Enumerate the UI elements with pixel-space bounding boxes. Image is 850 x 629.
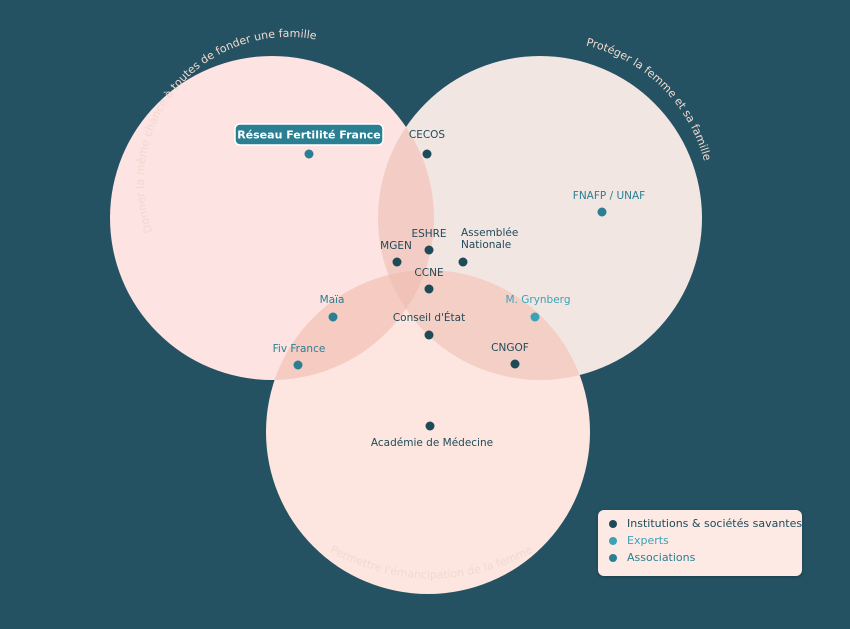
node-dot: [424, 330, 434, 340]
node-label: Fiv France: [273, 343, 326, 355]
node-dot: [424, 284, 434, 294]
node-dot: [510, 359, 520, 369]
highlight-badge-bg: [234, 123, 384, 146]
node-label: MGEN: [380, 240, 412, 252]
node-dot: [597, 207, 607, 217]
node-label: Maïa: [320, 294, 345, 306]
association-dot-icon: [609, 553, 617, 562]
node-mgen: MGEN: [380, 240, 412, 267]
node-fivfrance: Fiv France: [273, 343, 326, 370]
overlap-right-bottom: [378, 270, 590, 380]
highlight-badge-label: Réseau Fertilité France: [237, 129, 381, 142]
node-eshre: ESHRE: [411, 228, 447, 255]
legend-label: Institutions & sociétés savantes: [627, 517, 803, 530]
node-dot: [424, 245, 434, 255]
legend-label: Experts: [627, 534, 669, 547]
highlight-badge: Réseau Fertilité France: [234, 123, 384, 146]
node-cecos: CECOS: [409, 129, 446, 159]
node-dot: [530, 312, 540, 322]
node-dot: [422, 149, 432, 159]
legend-item-institutions: Institutions & sociétés savantes: [609, 515, 802, 532]
node-dot: [304, 149, 314, 159]
node-dot: [328, 312, 338, 322]
node-dot: [293, 360, 303, 370]
node-grynberg: M. Grynberg: [506, 294, 571, 322]
overlap-left-bottom: [266, 270, 434, 380]
legend-label: Associations: [627, 551, 696, 564]
expert-dot-icon: [609, 536, 617, 545]
node-label: Conseil d'État: [393, 311, 465, 324]
node-maia: Maïa: [320, 294, 345, 322]
node-dot: [392, 257, 402, 267]
node-academie: Académie de Médecine: [371, 421, 493, 449]
node-label: CCNE: [414, 267, 443, 279]
node-label: CNGOF: [491, 342, 529, 354]
node-dot: [458, 257, 468, 267]
node-label: M. Grynberg: [506, 294, 571, 306]
node-ccne: CCNE: [414, 267, 444, 294]
node-conseil: Conseil d'État: [393, 311, 465, 340]
legend-item-associations: Associations: [609, 549, 802, 566]
node-label: ESHRE: [411, 228, 446, 240]
node-fnafp: FNAFP / UNAF: [573, 190, 645, 217]
legend-item-experts: Experts: [609, 532, 802, 549]
node-label: Académie de Médecine: [371, 437, 493, 449]
node-dot: [425, 421, 435, 431]
legend: Institutions & sociétés savantes Experts…: [598, 510, 802, 576]
institution-dot-icon: [609, 519, 617, 528]
node-label: CECOS: [409, 129, 446, 141]
node-reseau: [304, 149, 314, 159]
node-cngof: CNGOF: [491, 342, 529, 369]
node-label: FNAFP / UNAF: [573, 190, 645, 202]
